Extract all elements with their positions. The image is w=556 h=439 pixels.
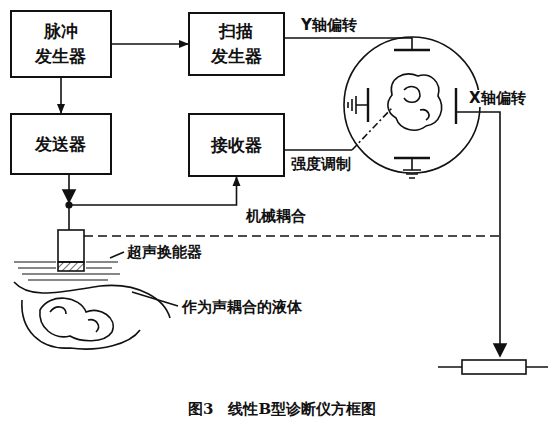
box-label: 接收器 [209, 133, 263, 158]
z-wire [285, 149, 352, 151]
signal-arrow [69, 175, 237, 205]
annotation-label: 机械耦合 [245, 208, 307, 225]
right-plate [455, 88, 457, 124]
uterus-outline [22, 300, 140, 349]
signal-arrow [112, 43, 188, 45]
process-box: 发送器 [10, 113, 112, 175]
transducer-face [58, 262, 84, 271]
annotation-label: 作为声耦合的液体 [181, 299, 303, 316]
fetus-image [388, 74, 442, 130]
annotation-label: Y轴偏转 [300, 17, 358, 34]
fetus-detail [404, 87, 429, 120]
ground-symbol [403, 158, 421, 178]
signal-arrow [60, 78, 62, 113]
liquid-lines [14, 262, 120, 280]
annotation-label: X轴偏转 [468, 90, 527, 107]
top-plate [394, 49, 430, 51]
figure-caption: 图3 线性B型诊断仪方框图 [188, 400, 376, 419]
annotation-label: 超声换能器 [126, 244, 203, 261]
leader-line [132, 292, 178, 306]
x-wire [456, 112, 500, 352]
transducer-lead [68, 205, 70, 230]
annotation-label: 强度调制 [290, 156, 352, 173]
process-box: 接收器 [188, 113, 285, 177]
z-wire-dash [352, 108, 392, 150]
wiper-arrow [494, 344, 506, 356]
box-label: 发送器 [34, 132, 88, 157]
fetus-detail [50, 307, 98, 332]
crt-screen [344, 37, 480, 173]
box-label: 扫描 发生器 [209, 19, 263, 68]
leader-line [110, 252, 124, 258]
process-box: 扫描 发生器 [188, 12, 285, 76]
ground-symbol [348, 96, 368, 114]
fetus [40, 298, 113, 341]
transducer [58, 230, 84, 262]
abdomen-outline [14, 282, 170, 318]
process-box: 脉冲 发生器 [10, 10, 112, 78]
box-label: 脉冲 发生器 [34, 19, 88, 68]
potentiometer [462, 360, 526, 374]
mechanical-coupling-line [84, 235, 500, 237]
